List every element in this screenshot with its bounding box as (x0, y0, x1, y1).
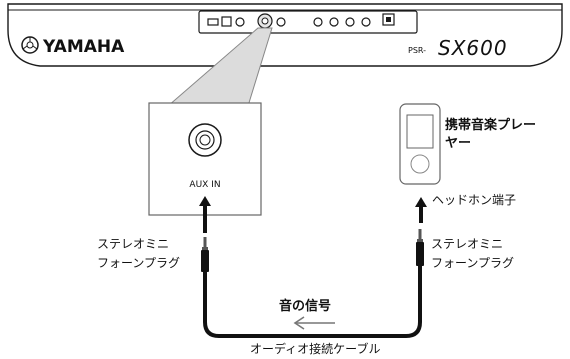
keyboard-body (7, 3, 563, 67)
left-plug-label-line2: フォーンプラグ (97, 256, 181, 270)
jack-icon (345, 17, 355, 27)
model-name: SX600 (438, 36, 508, 60)
headphone-jack-label: ヘッドホン端子 (432, 193, 517, 207)
usb-port-icon (382, 13, 395, 26)
player-label-line1: 携帯音楽プレー (445, 118, 537, 133)
player-label-line2: ヤー (445, 136, 472, 151)
cable-label: オーディオ接続ケーブル (250, 342, 381, 356)
jack-icon (276, 17, 286, 27)
audio-cable (203, 266, 422, 338)
connector-icon (207, 18, 219, 26)
music-player-icon (399, 103, 441, 185)
right-plug-label-line1: ステレオミニ (431, 237, 504, 251)
jack-icon (361, 17, 371, 27)
aux-jack-large-icon (188, 123, 222, 157)
left-plug-icon (201, 237, 209, 272)
brand-text: YAMAHA (42, 37, 125, 57)
signal-label: 音の信号 (279, 299, 332, 314)
signal-arrow (293, 316, 335, 330)
right-plug-arrow (415, 197, 427, 223)
jack-icon (235, 17, 245, 27)
right-plug-label-line2: フォーンプラグ (431, 256, 515, 270)
connector-icon (221, 16, 232, 27)
left-plug-label-line1: ステレオミニ (97, 237, 170, 251)
rear-jack-panel (198, 10, 418, 34)
aux-in-label: AUX IN (189, 180, 220, 190)
model-prefix: PSR- (408, 46, 426, 55)
yamaha-logo-icon (21, 36, 39, 54)
jack-icon (313, 17, 323, 27)
jack-icon (329, 17, 339, 27)
left-plug-arrow (199, 196, 211, 233)
right-plug-icon (416, 229, 424, 266)
